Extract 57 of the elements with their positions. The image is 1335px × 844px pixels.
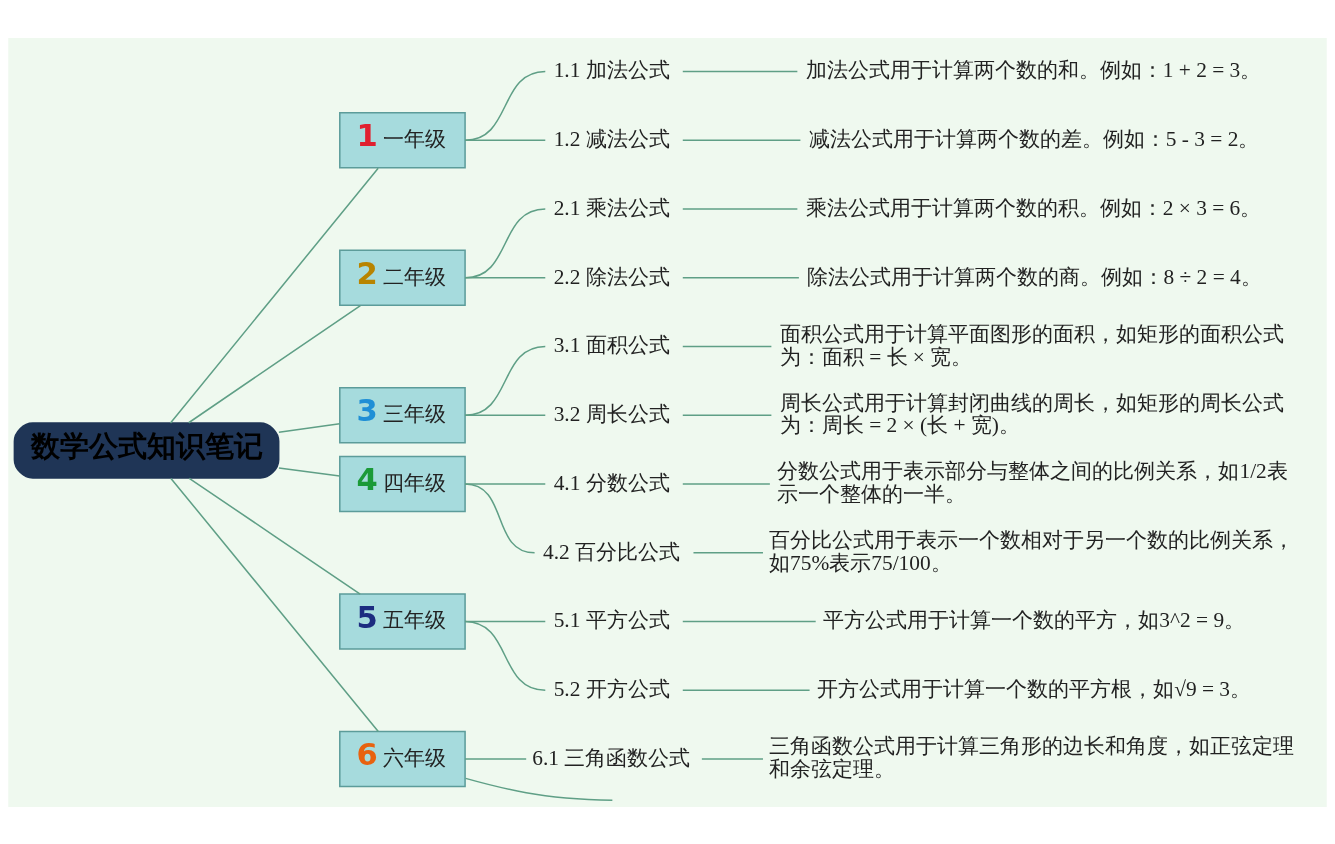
connector [169, 167, 379, 424]
connector [170, 477, 379, 732]
node-text: 乘法公式用于计算两个数的积。例如：2 × 3 = 6。 [805, 195, 1262, 220]
node-text: 减法公式用于计算两个数的差。例如：5 - 3 = 2。 [808, 126, 1260, 151]
connector [188, 477, 361, 595]
connector [464, 276, 547, 279]
node-box: 5 五年级 [339, 592, 466, 650]
node-box: 3 三年级 [339, 386, 466, 444]
node-text: 5.1 平方公式 [553, 607, 670, 632]
node-text: 3.1 面积公式 [553, 332, 670, 357]
connector [187, 304, 362, 423]
node-text: 5.2 开方公式 [553, 676, 670, 701]
connector [682, 345, 773, 347]
node-box: 1 一年级 [339, 111, 466, 169]
connector [682, 207, 799, 210]
connector [464, 620, 547, 691]
connector [464, 757, 527, 760]
connector [682, 414, 773, 416]
node-box: 4 四年级 [339, 455, 466, 512]
node-text: 除法公式用于计算两个数的商。例如：8 ÷ 2 = 4。 [806, 264, 1262, 289]
connector [682, 689, 811, 691]
node-text: 面积公式用于计算平面图形的面积，如矩形的面积公式为：面积 = 长 × 宽。 [779, 321, 1284, 369]
connector [682, 620, 817, 622]
node-text: 3.2 周长公式 [553, 401, 670, 426]
connector [464, 70, 547, 141]
node-text: 1.1 加法公式 [553, 57, 670, 82]
node-text: 6.1 三角函数公式 [532, 745, 691, 770]
node-text: 4.1 分数公式 [553, 470, 670, 495]
connector [278, 422, 341, 433]
connector [464, 207, 547, 279]
connector [464, 345, 547, 416]
node-box: 2 二年级 [339, 249, 466, 306]
node-text: 周长公式用于计算封闭曲线的周长，如矩形的周长公式为：周长 = 2 × (长 + 宽)。 [779, 390, 1284, 437]
node-text: 平方公式用于计算一个数的平方，如3^2 = 9。 [823, 607, 1246, 632]
connector [464, 482, 547, 485]
connector [278, 466, 341, 477]
node-text: 加法公式用于计算两个数的和。例如：1 + 2 = 3。 [805, 57, 1262, 82]
node-text: 三角函数公式用于计算三角形的边长和角度，如正弦定理和余弦定理。 [769, 733, 1295, 781]
node-text: 分数公式用于表示部分与整体之间的比例关系，如1/2表示一个整体的一半。 [777, 458, 1288, 506]
connector [682, 70, 799, 72]
connector [464, 482, 536, 554]
node-text: 2.2 除法公式 [553, 264, 670, 289]
node-box: 数学公式知识笔记 [13, 421, 280, 479]
connector [464, 777, 614, 801]
node-text: 2.1 乘法公式 [553, 195, 670, 220]
node-text: 百分比公式用于表示一个数相对于另一个数的比例关系，如75%表示75/100。 [769, 527, 1295, 575]
connector [692, 551, 764, 554]
connector [682, 482, 771, 485]
node-box: 6 六年级 [339, 730, 466, 787]
connector [464, 414, 547, 416]
connector [464, 139, 547, 141]
node-text: 开方公式用于计算一个数的平方根，如√9 = 3。 [817, 676, 1252, 701]
node-text: 1.2 减法公式 [553, 126, 670, 151]
connector [701, 757, 764, 760]
node-text: 4.2 百分比公式 [542, 539, 681, 563]
connector [682, 139, 802, 141]
connector [682, 276, 800, 279]
